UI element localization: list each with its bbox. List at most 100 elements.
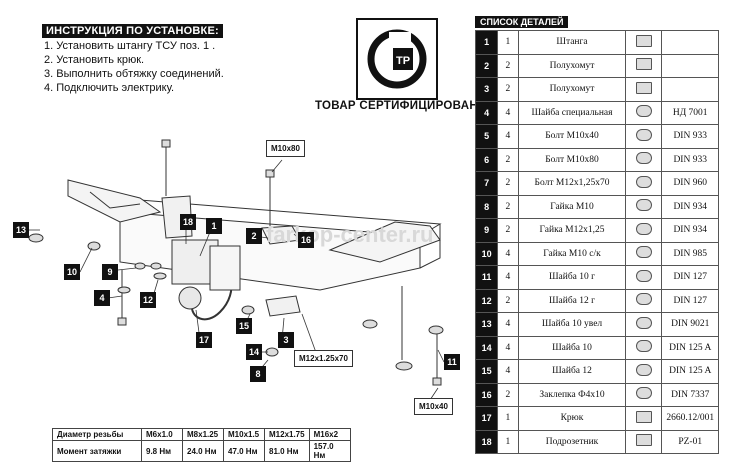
parts-list-title: СПИСОК ДЕТАЛЕЙ bbox=[475, 16, 569, 28]
callout-14: 14 bbox=[246, 344, 262, 360]
bolt-icon bbox=[635, 128, 652, 141]
part-name: Гайка М10 с/к bbox=[517, 241, 627, 266]
part-picture bbox=[625, 218, 663, 243]
part-position: 9 bbox=[474, 218, 499, 243]
callout-10: 10 bbox=[64, 264, 80, 280]
callout-16: 16 bbox=[298, 232, 314, 248]
part-picture bbox=[625, 194, 663, 219]
part-quantity: 4 bbox=[497, 335, 519, 360]
part-picture bbox=[625, 171, 663, 196]
part-standard: DIN 934 bbox=[661, 218, 719, 243]
washer-icon bbox=[635, 105, 652, 118]
spring-washer-icon bbox=[635, 269, 652, 282]
callout-15: 15 bbox=[236, 318, 252, 334]
part-picture bbox=[625, 406, 663, 431]
socket-bracket-icon bbox=[635, 434, 652, 447]
hook-icon bbox=[635, 410, 652, 423]
torque-value: 81.0 Нм bbox=[264, 440, 310, 462]
part-quantity: 4 bbox=[497, 359, 519, 384]
part-picture bbox=[625, 265, 663, 290]
part-picture bbox=[625, 124, 663, 149]
thread-size: M10x1.5 bbox=[223, 428, 265, 441]
part-standard: DIN 933 bbox=[661, 147, 719, 172]
part-standard: DIN 125 A bbox=[661, 359, 719, 384]
clamp-icon bbox=[635, 81, 652, 94]
torque-value-label: Момент затяжки bbox=[52, 440, 142, 462]
part-position: 10 bbox=[474, 241, 499, 266]
part-name: Шайба 12 г bbox=[517, 288, 627, 313]
callout-3: 3 bbox=[278, 332, 294, 348]
part-position: 3 bbox=[474, 77, 499, 102]
part-standard bbox=[661, 53, 719, 78]
nut-icon bbox=[635, 222, 652, 235]
instruction-step: 1. Установить штангу ТСУ поз. 1 . bbox=[44, 40, 216, 52]
rivet-icon bbox=[635, 387, 652, 400]
part-standard bbox=[661, 30, 719, 55]
part-position: 16 bbox=[474, 382, 499, 407]
bolt-icon bbox=[635, 152, 652, 165]
part-name: Шайба 10 увел bbox=[517, 312, 627, 337]
part-standard: DIN 127 bbox=[661, 288, 719, 313]
part-position: 13 bbox=[474, 312, 499, 337]
part-position: 14 bbox=[474, 335, 499, 360]
part-position: 8 bbox=[474, 194, 499, 219]
part-picture bbox=[625, 335, 663, 360]
part-standard: DIN 127 bbox=[661, 265, 719, 290]
part-position: 11 bbox=[474, 265, 499, 290]
part-picture bbox=[625, 429, 663, 454]
part-standard: DIN 960 bbox=[661, 171, 719, 196]
part-picture bbox=[625, 77, 663, 102]
certification-title: ТОВАР СЕРТИФИЦИРОВАН bbox=[315, 100, 478, 112]
part-position: 1 bbox=[474, 30, 499, 55]
torque-value: 47.0 Нм bbox=[223, 440, 265, 462]
callout-12: 12 bbox=[140, 292, 156, 308]
washer-icon bbox=[635, 363, 652, 376]
large-washer-icon bbox=[635, 316, 652, 329]
washer-icon bbox=[635, 340, 652, 353]
bolt-icon bbox=[635, 175, 652, 188]
part-name: Болт М12х1,25х70 bbox=[517, 171, 627, 196]
thread-size: M6x1.0 bbox=[141, 428, 183, 441]
part-name: Гайка М10 bbox=[517, 194, 627, 219]
exploded-diagram bbox=[28, 139, 445, 401]
callout-13: 13 bbox=[13, 222, 29, 238]
part-standard: НД 7001 bbox=[661, 100, 719, 125]
part-picture bbox=[625, 359, 663, 384]
torque-value: 24.0 Нм bbox=[182, 440, 224, 462]
part-quantity: 1 bbox=[497, 429, 519, 454]
part-position: 7 bbox=[474, 171, 499, 196]
part-position: 6 bbox=[474, 147, 499, 172]
part-quantity: 1 bbox=[497, 30, 519, 55]
bolt-label-m12: M12x1.25x70 bbox=[294, 350, 353, 367]
bolt-label-m10x80: M10x80 bbox=[266, 140, 305, 157]
part-position: 18 bbox=[474, 429, 499, 454]
instruction-step: 4. Подключить электрику. bbox=[44, 82, 175, 94]
watermark: farkop-center.ru bbox=[266, 222, 434, 247]
torque-table: Диаметр резьбы M6x1.0 M8x1.25 M10x1.5 M1… bbox=[52, 428, 351, 462]
part-name: Гайка М12х1,25 bbox=[517, 218, 627, 243]
part-name: Подрозетник bbox=[517, 429, 627, 454]
part-name: Болт М10х40 bbox=[517, 124, 627, 149]
logo-text: ТР bbox=[396, 55, 410, 67]
bolt-label-m10x40: M10x40 bbox=[414, 398, 453, 415]
part-standard: DIN 125 A bbox=[661, 335, 719, 360]
part-name: Шайба 10 bbox=[517, 335, 627, 360]
part-position: 2 bbox=[474, 53, 499, 78]
part-quantity: 2 bbox=[497, 77, 519, 102]
part-name: Шайба 10 г bbox=[517, 265, 627, 290]
torque-value: 157.0 Нм bbox=[308, 440, 351, 462]
callout-1: 1 bbox=[206, 218, 222, 234]
part-quantity: 2 bbox=[497, 218, 519, 243]
spring-washer-icon bbox=[635, 293, 652, 306]
part-position: 15 bbox=[474, 359, 499, 384]
part-position: 4 bbox=[474, 100, 499, 125]
part-picture bbox=[625, 241, 663, 266]
